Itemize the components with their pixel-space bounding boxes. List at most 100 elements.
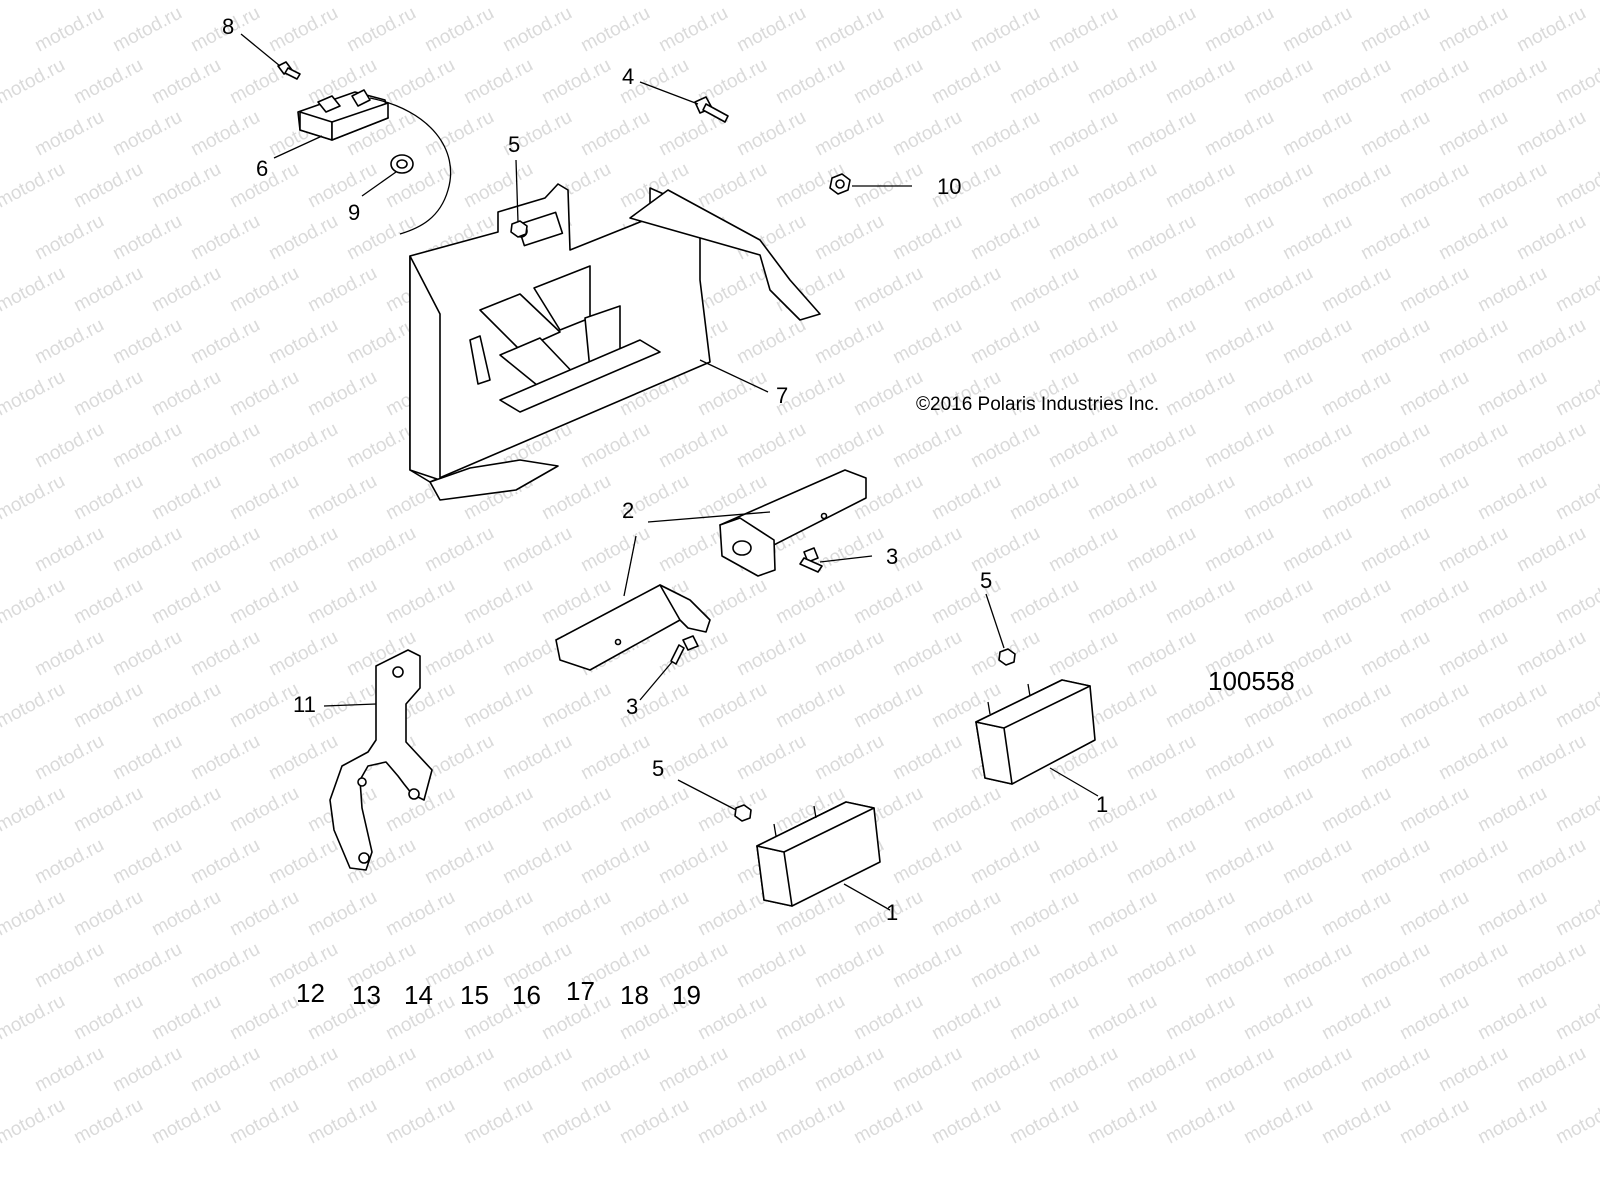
watermark-text: motod.ru [1201, 315, 1277, 369]
watermark-text: motod.ru [655, 419, 731, 473]
watermark-text: motod.ru [1240, 367, 1316, 421]
watermark-text: motod.ru [1357, 107, 1433, 161]
watermark-text: motod.ru [850, 55, 926, 109]
watermark-text: motod.ru [1513, 419, 1589, 473]
watermark-text: motod.ru [1045, 315, 1121, 369]
watermark-text: motod.ru [1162, 991, 1238, 1045]
watermark-text: motod.ru [460, 575, 536, 629]
callout-8: 8 [222, 14, 234, 39]
watermark-text: motod.ru [0, 991, 69, 1045]
watermark-text: motod.ru [148, 1095, 224, 1149]
extra-number-16: 16 [512, 980, 541, 1010]
watermark-text: motod.ru [1474, 1095, 1550, 1149]
watermark-text: motod.ru [1513, 627, 1589, 681]
watermark-text: motod.ru [187, 211, 263, 265]
watermark-text: motod.ru [1279, 939, 1355, 993]
watermark-text: motod.ru [460, 887, 536, 941]
watermark-text: motod.ru [1279, 3, 1355, 57]
watermark-text: motod.ru [265, 627, 341, 681]
watermark-text: motod.ru [1474, 0, 1550, 4]
callout-9: 9 [348, 200, 360, 225]
watermark-text: motod.ru [0, 471, 69, 525]
watermark-text: motod.ru [70, 575, 146, 629]
watermark-text: motod.ru [382, 1095, 458, 1149]
watermark-text: motod.ru [1318, 575, 1394, 629]
watermark-text: motod.ru [889, 835, 965, 889]
part-5-nut-lower [734, 804, 752, 822]
watermark-text: motod.ru [967, 211, 1043, 265]
watermark-text: motod.ru [109, 211, 185, 265]
watermark-text: motod.ru [1201, 523, 1277, 577]
watermark-text: motod.ru [655, 835, 731, 889]
part-3-screw-lower [670, 635, 699, 665]
watermark-text: motod.ru [811, 107, 887, 161]
watermark-text: motod.ru [889, 1043, 965, 1097]
watermark-text: motod.ru [1318, 679, 1394, 733]
watermark-text: motod.ru [1084, 159, 1160, 213]
watermark-text: motod.ru [1279, 523, 1355, 577]
watermark-text: motod.ru [1084, 575, 1160, 629]
watermark-text: motod.ru [1006, 55, 1082, 109]
watermark-text: motod.ru [928, 1095, 1004, 1149]
watermark-text: motod.ru [31, 835, 107, 889]
watermark-text: motod.ru [538, 1095, 614, 1149]
watermark-text: motod.ru [1279, 211, 1355, 265]
watermark-text: motod.ru [655, 3, 731, 57]
watermark-text: motod.ru [421, 3, 497, 57]
watermark-text: motod.ru [733, 107, 809, 161]
watermark-text: motod.ru [1357, 627, 1433, 681]
watermark-text: motod.ru [148, 471, 224, 525]
watermark-text: motod.ru [811, 523, 887, 577]
watermark-text: motod.ru [1357, 315, 1433, 369]
watermark-text: motod.ru [733, 1043, 809, 1097]
watermark-text: motod.ru [1318, 263, 1394, 317]
extra-number-13: 13 [352, 980, 381, 1010]
watermark-text: motod.ru [1513, 211, 1589, 265]
callout-labels: 8 6 9 4 5 10 7 2 3 3 5 5 11 1 1 [222, 14, 1108, 925]
watermark-text: motod.ru [70, 0, 146, 4]
watermark-text: motod.ru [1318, 1095, 1394, 1149]
watermark-text: motod.ru [1045, 419, 1121, 473]
callout-1-lower: 1 [886, 900, 898, 925]
watermark-text: motod.ru [343, 523, 419, 577]
watermark-text: motod.ru [967, 3, 1043, 57]
watermark-text: motod.ru [0, 575, 69, 629]
watermark-text: motod.ru [1318, 783, 1394, 837]
watermark-text: motod.ru [304, 471, 380, 525]
watermark-text: motod.ru [538, 0, 614, 4]
watermark-text: motod.ru [304, 887, 380, 941]
watermark-text: motod.ru [1162, 55, 1238, 109]
watermark-text: motod.ru [109, 523, 185, 577]
watermark-text: motod.ru [382, 55, 458, 109]
watermark-text: motod.ru [1474, 471, 1550, 525]
watermark-text: motod.ru [733, 3, 809, 57]
watermark-text: motod.ru [1513, 107, 1589, 161]
watermark-text: motod.ru [148, 991, 224, 1045]
watermark-text: motod.ru [1396, 55, 1472, 109]
watermark-text: motod.ru [1201, 419, 1277, 473]
watermark-text: motod.ru [733, 939, 809, 993]
watermark-text: motod.ru [1318, 159, 1394, 213]
watermark-text: motod.ru [421, 731, 497, 785]
watermark-text: motod.ru [70, 991, 146, 1045]
watermark-text: motod.ru [1123, 731, 1199, 785]
watermark-text: motod.ru [577, 107, 653, 161]
watermark-text: motod.ru [1474, 783, 1550, 837]
watermark-text: motod.ru [1318, 55, 1394, 109]
watermark-text: motod.ru [1006, 991, 1082, 1045]
watermark-text: motod.ru [928, 263, 1004, 317]
watermark-text: motod.ru [109, 315, 185, 369]
watermark-text: motod.ru [187, 835, 263, 889]
watermark-text: motod.ru [538, 783, 614, 837]
watermark-text: motod.ru [31, 1043, 107, 1097]
part-3-screw-right [799, 547, 823, 573]
watermark-text: motod.ru [1201, 211, 1277, 265]
callout-3-right: 3 [886, 544, 898, 569]
watermark-text: motod.ru [889, 211, 965, 265]
extra-number-15: 15 [460, 980, 489, 1010]
watermark-text: motod.ru [265, 419, 341, 473]
watermark-text: motod.ru [148, 679, 224, 733]
watermark-text: motod.ru [343, 315, 419, 369]
watermark-text: motod.ru [889, 107, 965, 161]
